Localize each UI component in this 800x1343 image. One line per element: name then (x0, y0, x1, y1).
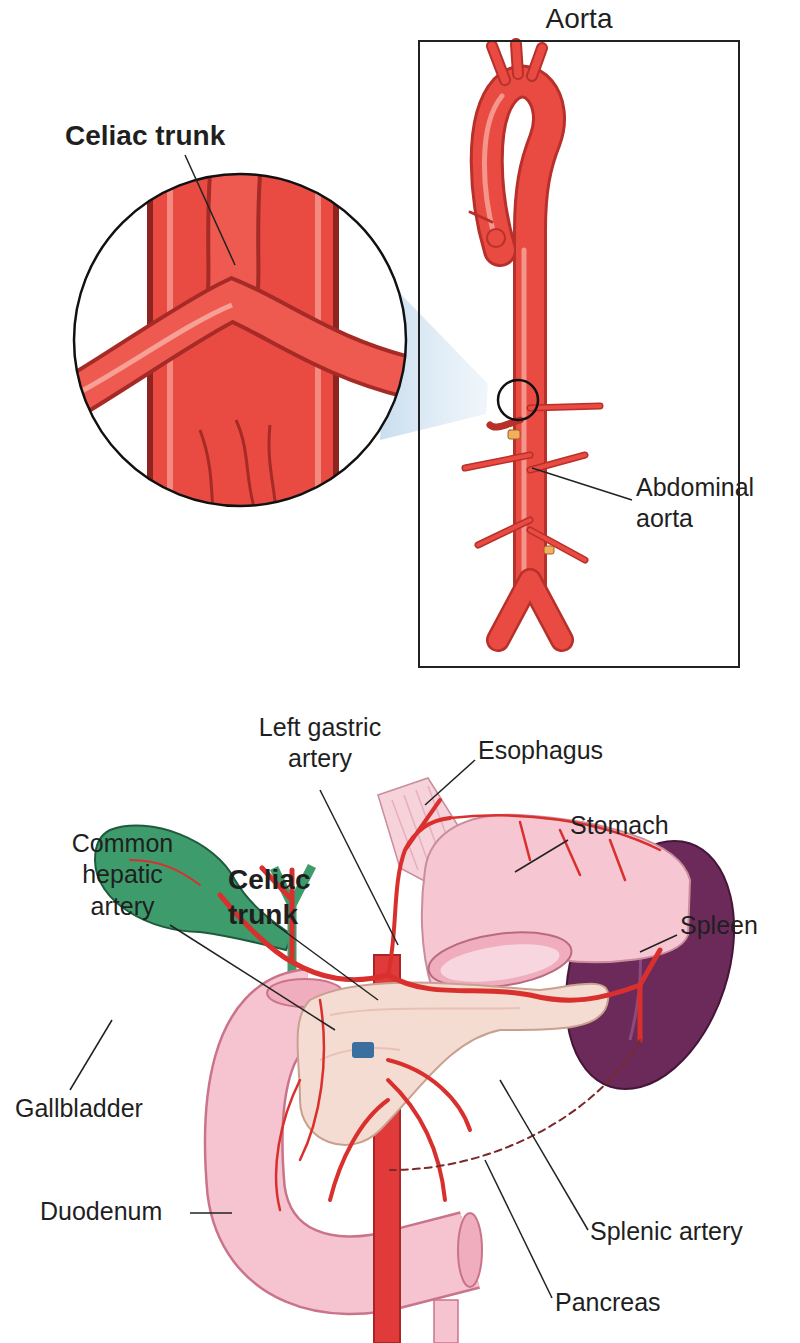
leader-line (515, 840, 568, 872)
part-label: Celiac trunk (228, 862, 338, 932)
pancreas-shape (320, 1008, 520, 1060)
aorta-vessel (470, 212, 492, 222)
aorta-vessel (484, 96, 524, 580)
aorta-vessel (487, 82, 549, 585)
aorta-vessel (498, 580, 562, 640)
leader-line (170, 925, 335, 1030)
part-label: Esophagus (478, 735, 628, 766)
leader-line (500, 1080, 588, 1230)
leader-line (485, 1160, 552, 1298)
leader-line (320, 790, 398, 945)
part-label: Spleen (680, 910, 790, 941)
magnified-view (80, 305, 232, 392)
magnified-view (60, 160, 420, 530)
artery (330, 1060, 470, 1200)
leader-line (532, 468, 632, 500)
stomach-shape (438, 938, 562, 988)
magnified-view (60, 160, 420, 530)
artery (388, 950, 660, 1040)
pancreas-shape (352, 1042, 374, 1058)
aorta-vessel (487, 82, 549, 585)
magnified-view (60, 300, 420, 405)
leader-line (425, 760, 475, 805)
magnified-view (60, 300, 420, 405)
part-label: Common hepatic artery (55, 828, 190, 922)
part-label: Gallbladder (15, 1093, 175, 1124)
part-label: Stomach (570, 810, 700, 841)
leader-line (185, 155, 235, 265)
leader-line (190, 1212, 232, 1214)
aorta-vessel (434, 1300, 458, 1343)
duodenum-shape (458, 1213, 482, 1287)
leader-line (640, 935, 677, 952)
magnified-view (200, 420, 276, 530)
part-label: Duodenum (40, 1196, 190, 1227)
pancreas-shape (298, 983, 609, 1145)
magnified-view (74, 174, 406, 506)
aorta-vessel (508, 430, 520, 439)
part-label: Pancreas (555, 1287, 715, 1318)
leader-line (70, 1020, 112, 1090)
pancreas-shape (298, 983, 609, 1145)
aorta-vessel (498, 380, 538, 420)
aorta-vessel (544, 546, 554, 554)
aorta-vessel (487, 229, 505, 247)
part-label: Left gastric artery (235, 712, 405, 775)
aorta-vessel (492, 44, 542, 80)
artery (130, 800, 660, 1210)
part-label: Splenic artery (590, 1216, 790, 1247)
aorta-vessel (498, 580, 562, 640)
part-label: Celiac trunk (65, 118, 305, 153)
panel-title: Aorta (420, 2, 738, 36)
part-label: Abdominal aorta (636, 472, 776, 535)
leader-line (272, 922, 378, 1000)
artery (276, 1000, 324, 1210)
leader-line (70, 155, 677, 1298)
aorta-vessel (492, 44, 542, 80)
aorta-vessel (465, 44, 600, 640)
artery (388, 800, 450, 975)
panel-box: Aorta (418, 40, 740, 668)
